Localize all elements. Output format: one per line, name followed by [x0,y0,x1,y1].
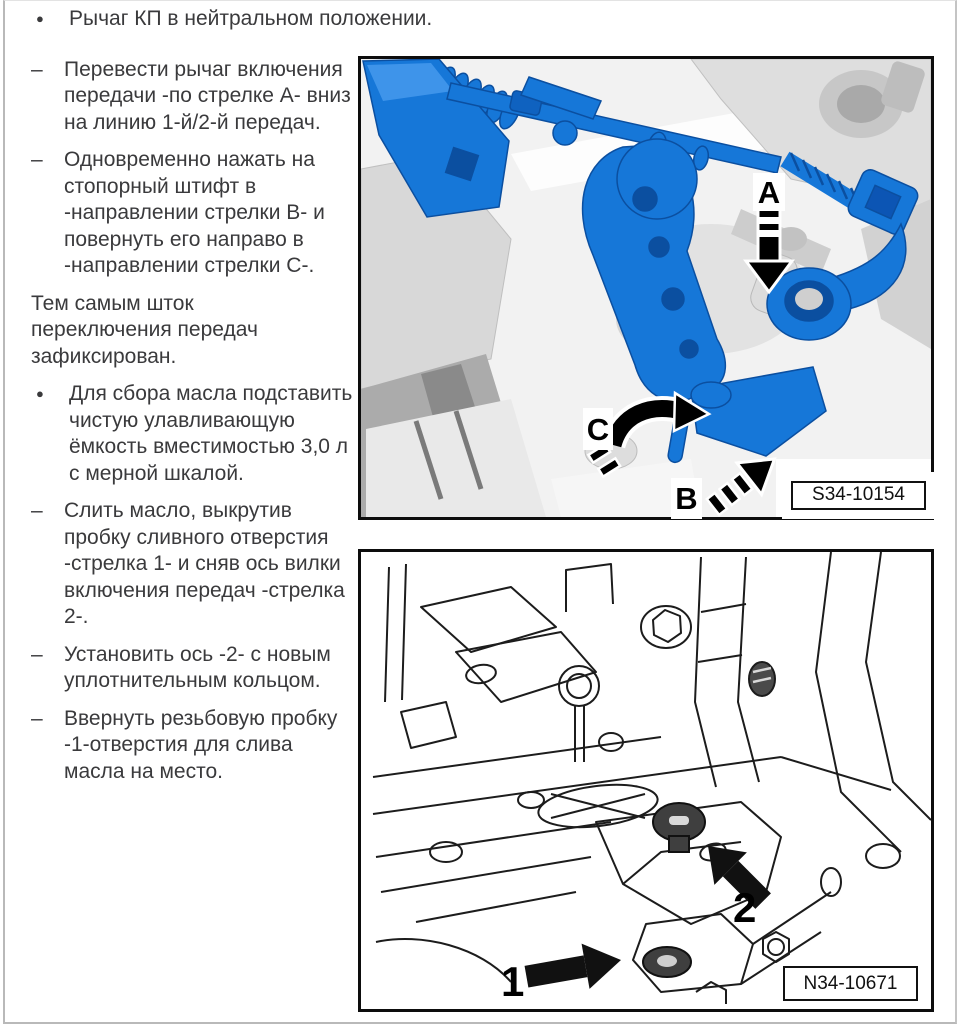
instruction-text: Тем самым шток переключения передач зафи… [31,291,258,368]
figure-label-c: C [583,408,613,450]
dash-marker: – [31,148,43,171]
instruction-text: Перевести рычаг включения передачи -по с… [64,57,351,134]
instruction-text: Для сбора масла подставить чистую улавли… [69,382,353,485]
instruction-text: Ввернуть резьбовую пробку -1-отверстия д… [64,706,338,783]
instruction-item: –Перевести рычаг включения передачи -по … [31,57,365,137]
instruction-text: Установить ось -2- с новым уплотнительны… [64,642,331,693]
dash-marker: – [31,642,43,666]
figure-label-1: 1 [501,958,524,1005]
instruction-text: Слить масло, выкрутив пробку сливного от… [64,499,345,628]
figure-oil-drain[interactable]: 2 1 N34-10671 [358,549,934,1012]
arrow-c-icon [586,390,712,479]
instruction-item: –Установить ось -2- с новым уплотнительн… [31,642,365,695]
instruction-item: ● Рычаг КП в нейтральном положении. [31,6,432,33]
arrow-1-icon [524,943,621,989]
arrow-b-icon [705,457,777,517]
shaft-plug-2 [652,802,706,853]
figure-label-b: B [671,478,702,519]
instruction-text: Рычаг КП в нейтральном положении. [69,7,433,30]
arrow-2-icon [708,846,771,909]
instruction-item: –Ввернуть резьбовую пробку -1-отверстия … [31,706,365,786]
instruction-item: –Одновременно нажать на стопорный штифт … [31,147,365,280]
instruction-item: ● Для сбора масла подставить чистую улавл… [31,381,365,487]
figure-shift-mechanism[interactable]: A C B S34-10154 [358,56,934,520]
instruction-item: –Слить масло, выкрутив пробку сливного о… [31,498,365,631]
dash-marker: – [31,706,43,730]
bullet-marker: ● [36,11,44,26]
figure-code-badge: N34-10671 [783,966,918,1001]
bullet-marker: ● [36,386,44,401]
figure-label-a: A [753,173,785,211]
figure-code-badge: S34-10154 [791,481,926,510]
manual-page: ●Рычаг КП в нейтральном положении.–Перев… [3,0,957,1024]
drain-plug-1 [642,946,692,978]
gearbox-line-art [372,552,931,1004]
oil-drain-line-drawing: 2 1 [361,552,931,1009]
figure-label-2: 2 [733,884,756,931]
dash-marker: – [31,499,43,522]
shift-mechanism-blue-parts [362,59,919,464]
instruction-text: Одновременно нажать на стопорный штифт в… [64,148,325,277]
instruction-item: Тем самым шток переключения передач зафи… [31,291,365,371]
dash-marker: – [31,57,43,81]
shift-mechanism-illustration [361,59,931,517]
instruction-list: ●Рычаг КП в нейтральном положении.–Перев… [31,6,432,796]
